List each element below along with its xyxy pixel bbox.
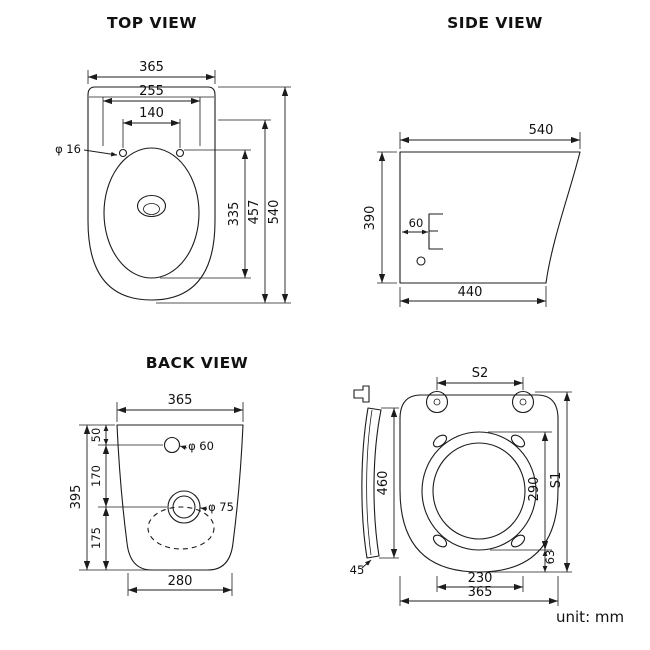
dim-back-inlet-diameter: φ 60 — [179, 439, 214, 453]
dim-back-top-offset: 50 — [89, 425, 109, 445]
seat-ring-outer — [421, 431, 537, 551]
seat-hole-right — [175, 148, 185, 158]
dim-label: 540 — [267, 200, 282, 225]
dim-hinge-spacing: S2 — [436, 366, 524, 390]
dim-label: 255 — [139, 84, 164, 99]
dim-total-length: S1 — [487, 391, 572, 573]
bumper-top-left — [432, 434, 448, 448]
dim-back-overall-width: 365 — [116, 393, 244, 422]
seat-hole-left — [118, 148, 128, 158]
dim-label: 365 — [168, 393, 193, 408]
outlet-detail — [416, 213, 443, 266]
dim-opening-length: 290 — [488, 431, 552, 551]
dim-back-bottom-offset: 175 — [89, 507, 110, 570]
dim-label: φ 16 — [55, 142, 81, 156]
side-view-title: SIDE VIEW — [447, 14, 543, 32]
dim-label: 540 — [529, 123, 554, 138]
outlet-hole-inner — [172, 495, 196, 519]
top-view-title: TOP VIEW — [107, 14, 197, 32]
dim-side-outlet-offset: 60 — [402, 216, 428, 235]
seat-view: 45 460 S2 290 — [350, 366, 572, 606]
dim-label: 63 — [543, 550, 557, 565]
dim-label: φ 60 — [188, 439, 214, 453]
seat-ring-inner — [432, 442, 526, 540]
unit-label: unit: mm — [556, 608, 624, 626]
hinge-right — [511, 390, 535, 414]
dim-label: 50 — [89, 428, 103, 443]
back-outline — [116, 424, 244, 571]
lid-side-profile — [361, 407, 382, 559]
hinge-left — [425, 390, 449, 414]
dim-label: 335 — [227, 202, 242, 227]
dim-side-overall-depth: 540 — [399, 123, 581, 149]
dim-label: φ 75 — [208, 500, 234, 514]
bumper-top-right — [510, 434, 526, 448]
inlet-hole — [163, 436, 181, 454]
back-view: BACK VIEW 365 395 50 170 — [69, 354, 248, 596]
dim-top-overall-depth: 540 — [156, 86, 291, 304]
dim-top-hole-diameter: φ 16 — [55, 142, 118, 157]
dim-side-base-depth: 440 — [399, 285, 547, 307]
dim-label: 365 — [468, 585, 493, 600]
dim-label: S2 — [472, 366, 489, 381]
dim-label: 170 — [89, 465, 103, 487]
outlet-hole-outer — [167, 490, 201, 524]
bowl-opening — [103, 147, 200, 279]
fixing-bolt-icon — [353, 385, 370, 403]
flush-outlet-inner — [143, 203, 160, 215]
dim-bolt-spacing: 230 — [436, 571, 524, 592]
trap-dashed-outline — [147, 506, 215, 550]
dim-top-overall-width: 365 — [87, 60, 216, 84]
dim-label: 140 — [139, 106, 164, 121]
dim-label: 390 — [363, 206, 378, 231]
toilet-rim-outline — [87, 86, 216, 301]
dim-label: 460 — [376, 471, 391, 496]
dim-lid-thickness: 45 — [350, 559, 372, 577]
dim-label: S1 — [549, 472, 564, 489]
dim-label: 175 — [89, 527, 103, 549]
top-view: TOP VIEW 365 255 140 φ 16 — [55, 14, 291, 304]
dim-label: 45 — [350, 563, 365, 577]
dim-label: 230 — [468, 571, 493, 586]
dim-label: 60 — [409, 216, 424, 230]
dim-top-bowl-depth: 335 — [160, 149, 251, 279]
lid-side-inner-line — [366, 409, 373, 556]
hinge-right-bolt — [519, 398, 527, 406]
outlet-hole — [416, 256, 426, 266]
side-profile — [399, 151, 581, 284]
dim-side-height: 390 — [363, 151, 397, 284]
dim-lid-length: 460 — [376, 407, 399, 559]
dim-top-hole-spacing: 140 — [122, 106, 181, 148]
back-view-title: BACK VIEW — [146, 354, 249, 372]
dim-top-seat-width: 255 — [102, 84, 201, 146]
dim-label: 440 — [458, 285, 483, 300]
flush-outlet — [136, 194, 167, 218]
hinge-left-bolt — [433, 398, 441, 406]
seat-lid-outline — [399, 394, 559, 573]
dim-label: 395 — [69, 485, 84, 510]
dim-back-base-width: 280 — [127, 573, 233, 596]
bumper-bottom-left — [432, 534, 448, 548]
bumper-bottom-right — [510, 534, 526, 548]
dim-label: 365 — [139, 60, 164, 75]
outlet-bracket — [428, 213, 443, 250]
dim-rear-offset: 63 — [542, 550, 557, 572]
dim-label: 457 — [247, 200, 262, 225]
dim-label: 280 — [168, 574, 193, 589]
dim-back-overall-height: 395 — [69, 425, 91, 570]
dim-back-mid-offset: 170 — [89, 445, 110, 507]
dim-top-seat-depth: 457 — [218, 119, 271, 303]
dim-seat-width: 365 — [399, 576, 559, 606]
side-view: SIDE VIEW 540 390 60 440 — [363, 14, 581, 307]
dim-back-outlet-diameter: φ 75 — [200, 500, 234, 514]
dim-label: 290 — [527, 477, 542, 502]
